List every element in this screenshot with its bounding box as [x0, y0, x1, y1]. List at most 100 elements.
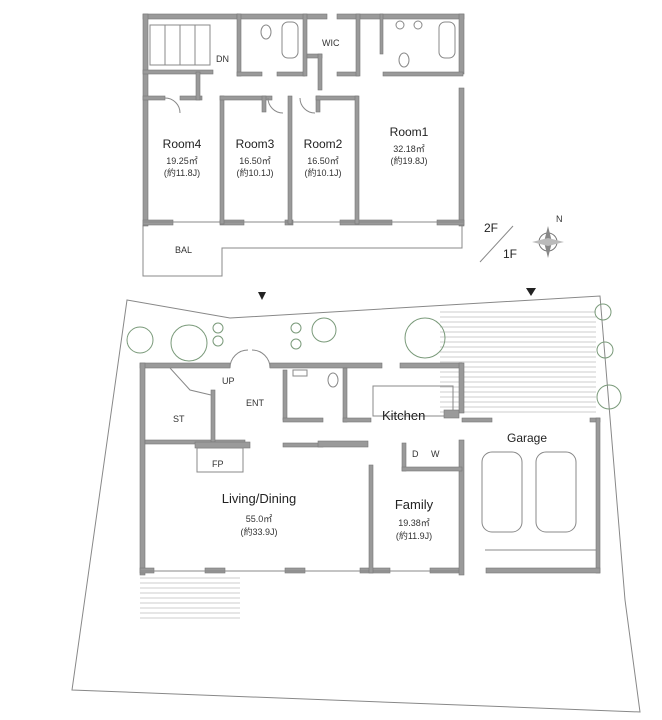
tree-icon — [596, 384, 622, 410]
site-boundary — [71, 295, 641, 713]
wall — [458, 87, 465, 227]
floor-1f: UP ENT ST FP Kitchen D W Garage Living/D… — [71, 288, 641, 713]
wall — [139, 362, 146, 576]
entrance-label: ENT — [246, 398, 265, 408]
tree-icon — [311, 317, 337, 343]
terrace — [140, 577, 240, 619]
wall — [315, 95, 359, 101]
room-area: 19.38㎡ — [398, 518, 430, 528]
room-name: Room3 — [236, 137, 275, 151]
wall — [282, 442, 324, 448]
wall — [142, 13, 239, 20]
sink-icon — [413, 20, 423, 30]
wall — [379, 13, 384, 55]
family-room: Family 19.38㎡ (約11.9J) — [395, 497, 434, 541]
washbasin-icon — [292, 369, 308, 377]
wall — [219, 95, 225, 225]
fireplace-label: FP — [212, 459, 224, 469]
wall — [282, 369, 288, 421]
wall — [485, 567, 601, 574]
room-area: 19.25㎡ — [166, 156, 198, 166]
toilet-icon — [398, 52, 410, 68]
room1: Room1 32.18㎡ (約19.8J) — [390, 125, 429, 166]
kitchen-counter — [372, 385, 454, 417]
wall — [139, 362, 231, 369]
tree-icon — [290, 322, 302, 334]
room-area: 16.50㎡ — [307, 156, 339, 166]
room-name: Room2 — [304, 137, 343, 151]
bathtub-icon — [281, 21, 299, 59]
fireplace — [196, 447, 244, 473]
wall — [282, 417, 324, 423]
living-dining: Living/Dining 55.0㎡ (約33.9J) — [222, 491, 296, 537]
room-jo: (約11.9J) — [396, 530, 432, 541]
wall — [458, 13, 465, 75]
wall — [142, 69, 214, 75]
wall — [382, 71, 464, 77]
wall — [461, 417, 493, 423]
wall — [236, 71, 263, 77]
wall — [179, 95, 203, 101]
tree-icon — [594, 303, 612, 321]
wall — [236, 13, 242, 77]
wall — [401, 466, 463, 472]
car-icon — [535, 451, 577, 533]
tree-icon — [596, 341, 614, 359]
tree-icon — [404, 317, 446, 359]
garage-label: Garage — [507, 431, 547, 445]
toilet-icon — [327, 372, 339, 388]
wall — [458, 362, 465, 414]
w-label: W — [431, 449, 440, 459]
wall — [458, 439, 465, 576]
wall — [368, 464, 374, 574]
room-area: 16.50㎡ — [239, 156, 271, 166]
room-area: 55.0㎡ — [246, 514, 273, 524]
wall — [342, 367, 348, 423]
bathtub-icon — [438, 21, 456, 59]
tree-icon — [212, 335, 224, 347]
toilet-icon — [260, 24, 272, 40]
wall — [261, 95, 267, 113]
up-label: UP — [222, 376, 235, 386]
floor-2f-label: 2F — [484, 221, 498, 235]
wall — [210, 389, 216, 443]
balcony-label: BAL — [175, 245, 192, 255]
floor-1f-label: 1F — [503, 247, 517, 261]
compass-icon: N — [532, 214, 564, 258]
floor-divider — [479, 225, 514, 263]
door-swings — [164, 97, 316, 114]
entrance-door — [229, 349, 271, 369]
wall — [342, 417, 372, 423]
wic-label: WIC — [322, 38, 340, 48]
fireplace-wall — [194, 441, 251, 449]
d-label: D — [412, 449, 419, 459]
room-jo: (約33.9J) — [240, 526, 277, 537]
kitchen-label: Kitchen — [382, 408, 425, 423]
car-icon — [481, 451, 523, 533]
wall — [287, 95, 293, 225]
room-name: Family — [395, 497, 434, 512]
wall — [276, 71, 306, 77]
room3: Room3 16.50㎡ (約10.1J) — [236, 137, 275, 178]
room-jo: (約19.8J) — [390, 155, 427, 166]
wall — [302, 13, 308, 77]
tree-icon — [212, 322, 224, 334]
entrance-marker-icon — [526, 288, 536, 296]
balcony-outline — [142, 225, 463, 277]
tree-icon — [126, 326, 154, 354]
wall — [269, 362, 383, 369]
sink-icon — [395, 20, 405, 30]
wall — [355, 13, 361, 77]
wall — [399, 362, 463, 369]
room-name: Room4 — [163, 137, 202, 151]
trees — [126, 303, 622, 410]
room2: Room2 16.50㎡ (約10.1J) — [304, 137, 343, 178]
room-jo: (約11.8J) — [164, 167, 200, 178]
room-area: 32.18㎡ — [393, 144, 425, 154]
wall — [443, 409, 460, 419]
deck — [440, 311, 596, 413]
wall — [354, 95, 360, 225]
north-label: N — [556, 214, 563, 224]
wall — [317, 53, 323, 91]
